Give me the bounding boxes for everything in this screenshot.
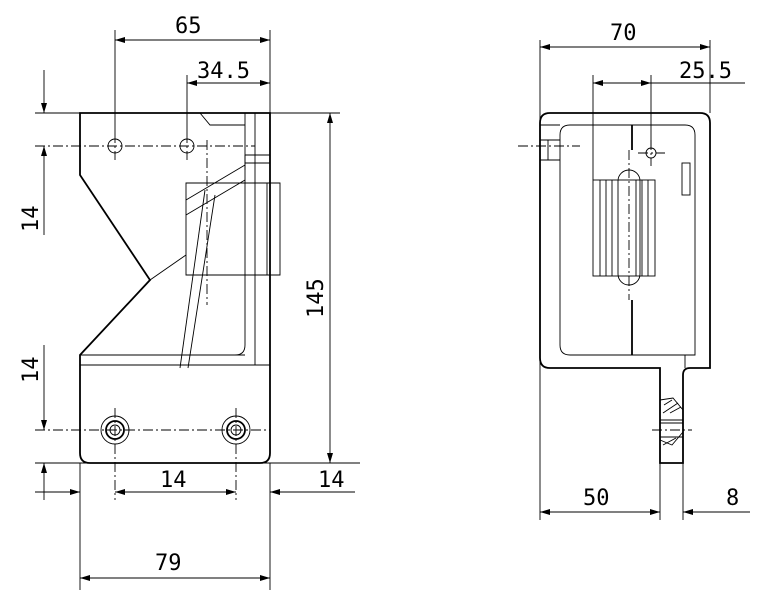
dim-front-hole-spacing: 14: [160, 468, 187, 493]
dim-front-top-width: 65: [175, 14, 202, 39]
dim-front-right-offset: 14: [318, 468, 345, 493]
front-view: 65 34.5 14 14 145 14 14 79: [19, 14, 360, 590]
dim-side-top-offset: 25.5: [679, 59, 732, 84]
knurl-lines: [599, 180, 649, 276]
side-extension-lines: [539, 40, 711, 520]
dim-side-top-width: 70: [610, 21, 637, 46]
dim-side-bottom-offset: 8: [726, 486, 739, 511]
side-outline: [539, 112, 711, 464]
front-extension-lines: [35, 30, 360, 590]
dim-front-lower-left-height: 14: [19, 357, 44, 384]
front-top-holes: [35, 133, 255, 305]
side-view: 70 25.5 50 8: [518, 21, 750, 520]
front-inner-edges: [80, 112, 281, 369]
dim-front-upper-left-height: 14: [19, 206, 44, 233]
dim-side-bottom-width: 50: [583, 486, 610, 511]
front-bottom-holes: [35, 408, 270, 500]
dim-front-overall-width: 79: [155, 551, 182, 576]
dim-front-overall-height: 145: [304, 278, 329, 318]
dim-front-hole-offset: 34.5: [197, 59, 250, 84]
front-outline: [79, 112, 271, 464]
side-inner-edges: [518, 124, 696, 446]
